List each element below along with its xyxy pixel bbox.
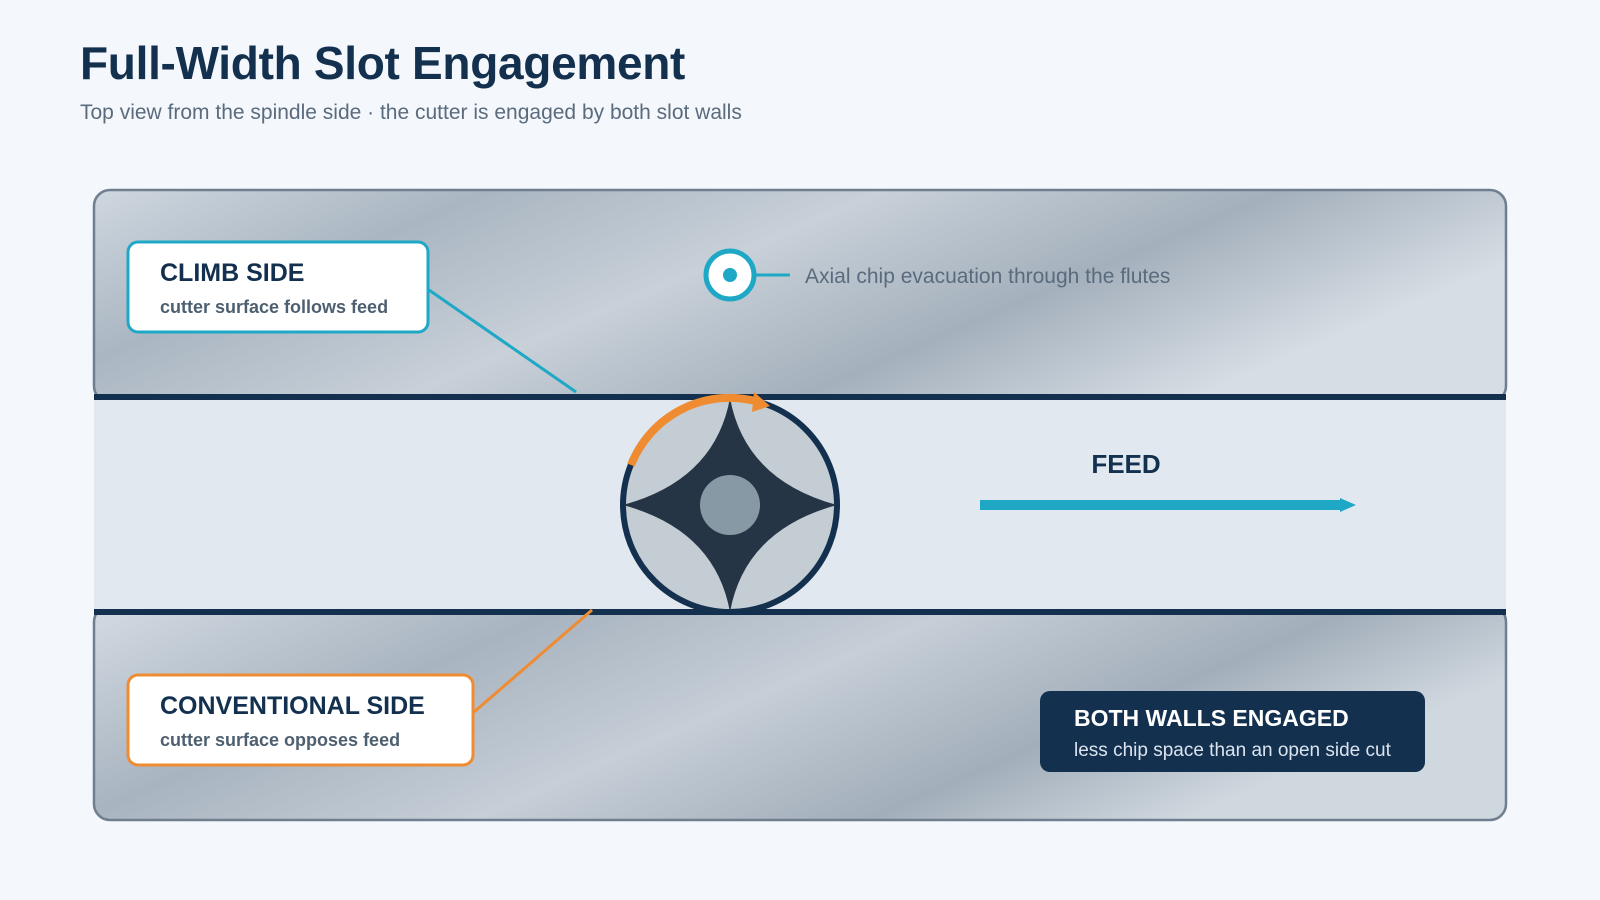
feed-label: FEED <box>1091 449 1160 479</box>
climb-side-title: CLIMB SIDE <box>160 259 304 287</box>
page-title: Full-Width Slot Engagement <box>80 37 686 89</box>
conventional-side-subtitle: cutter surface opposes feed <box>160 730 400 750</box>
climb-leader-line <box>428 288 577 394</box>
both-walls-badge: BOTH WALLS ENGAGED less chip space than … <box>1040 691 1425 772</box>
both-walls-subtitle: less chip space than an open side cut <box>1074 740 1392 761</box>
page-subtitle: Top view from the spindle side · the cut… <box>80 101 742 124</box>
conventional-side-title: CONVENTIONAL SIDE <box>160 692 425 720</box>
rotation-arrow-icon <box>627 392 770 467</box>
climb-side-callout: CLIMB SIDE cutter surface follows feed <box>126 240 430 334</box>
both-walls-title: BOTH WALLS ENGAGED <box>1074 705 1349 731</box>
conventional-leader-line <box>473 608 593 714</box>
conventional-side-callout: CONVENTIONAL SIDE cutter surface opposes… <box>126 673 475 767</box>
chip-evacuation-label: Axial chip evacuation through the flutes <box>805 265 1170 288</box>
feed-arrow-icon <box>980 498 1356 512</box>
climb-side-subtitle: cutter surface follows feed <box>160 297 388 317</box>
axial-evacuation-icon <box>703 248 790 302</box>
